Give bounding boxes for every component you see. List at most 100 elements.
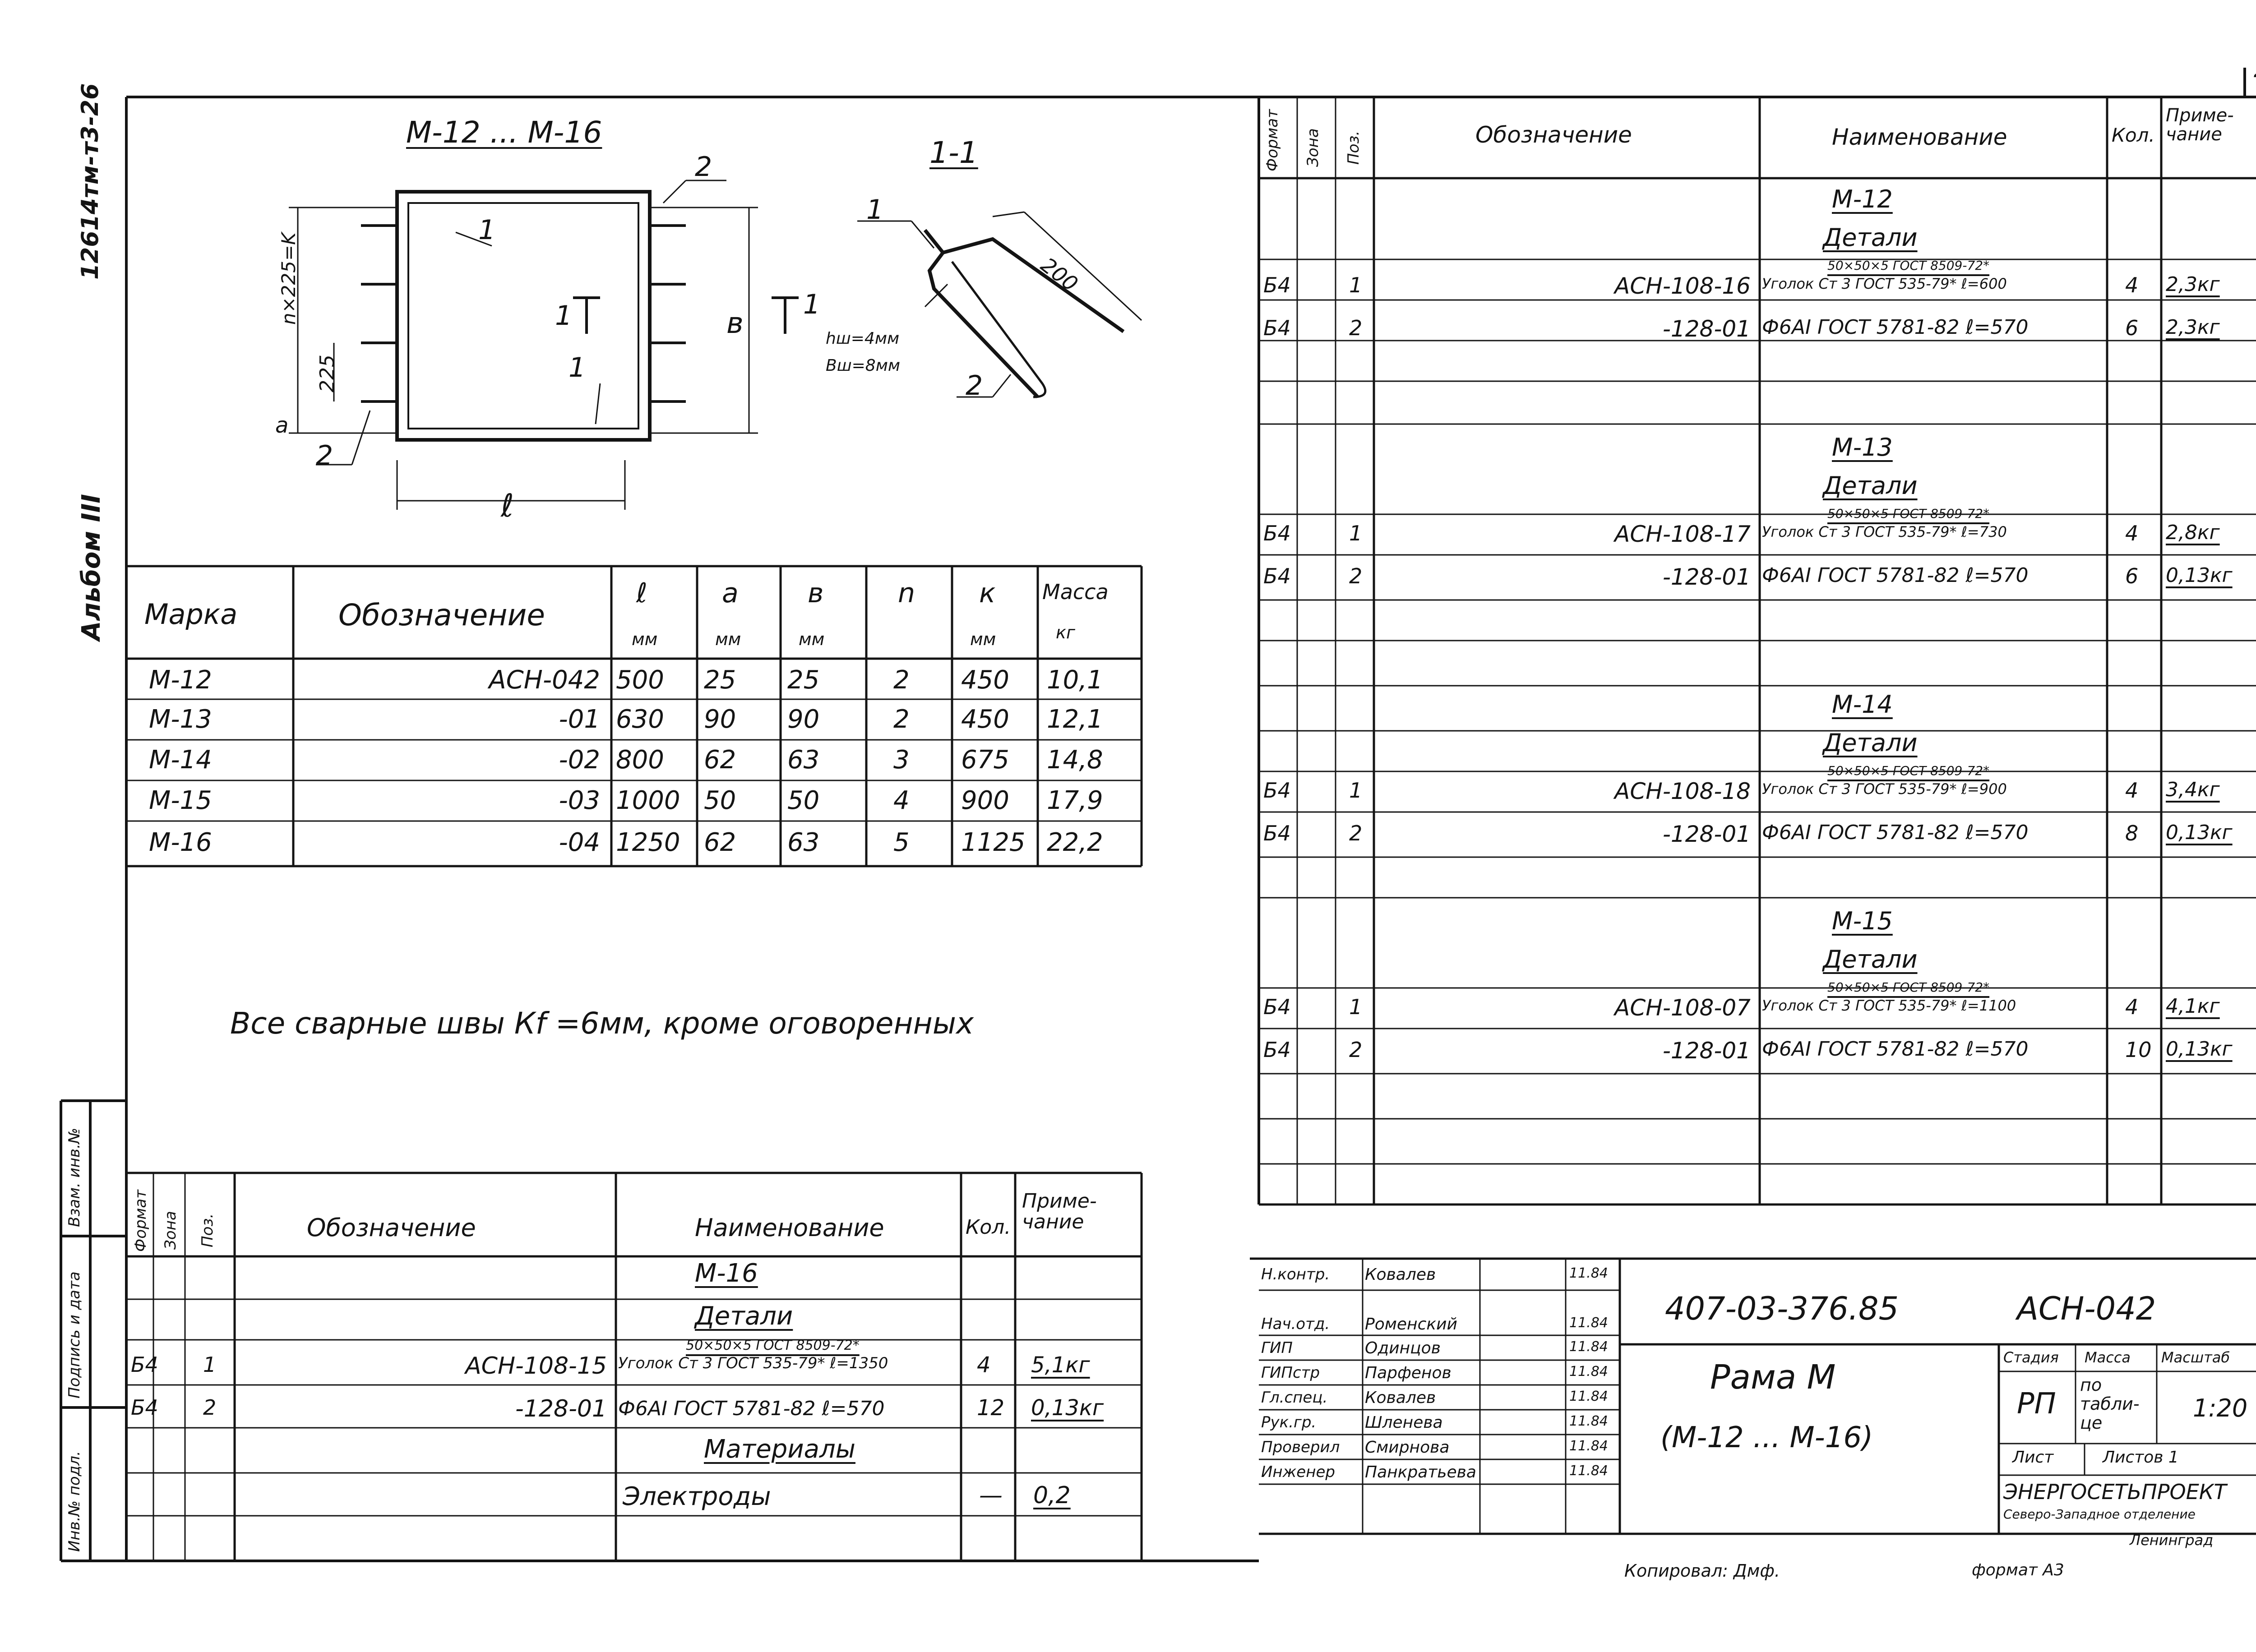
spec-note: 2,3кг — [2166, 316, 2220, 339]
signer-name: Одинцов — [1365, 1339, 1441, 1357]
marks-cell: М-13 — [149, 705, 212, 734]
spec-format: Б4 — [1263, 778, 1291, 803]
signer-date: 11.84 — [1569, 1438, 1608, 1454]
spec-left-header-qty: Кол. — [966, 1216, 1011, 1239]
weld-label: hш=4мм — [826, 329, 900, 348]
dim-b: в — [726, 307, 744, 340]
doc-code: АСН-042 — [2017, 1290, 2156, 1327]
signer-role: Нач.отд. — [1261, 1315, 1330, 1333]
spec-note: 4,1кг — [2166, 995, 2220, 1018]
spec-note: 2,8кг — [2166, 521, 2220, 544]
marks-cell: М-12 — [149, 665, 212, 695]
marks-cell: М-14 — [149, 745, 212, 775]
marks-cell: 1250 — [616, 828, 680, 857]
marks-cell: 25 — [787, 665, 820, 695]
spec-header-qty: Кол. — [2112, 124, 2155, 146]
spec-qty: 4 — [2125, 273, 2139, 297]
marks-cell: 2 — [893, 665, 910, 695]
spec-header-zone: Зона — [1304, 128, 1322, 167]
marks-cell: 25 — [704, 665, 736, 695]
marks-header: Марка — [144, 598, 238, 631]
section-pos-label: 1 — [866, 194, 884, 226]
marks-cell: 500 — [616, 665, 664, 695]
materials-title: Материалы — [704, 1435, 855, 1464]
spec-note: 3,4кг — [2166, 778, 2220, 801]
signer-role: ГИПстр — [1261, 1364, 1320, 1382]
spec-group-title: М-13 — [1832, 433, 1893, 461]
dim-step: 225 — [316, 355, 339, 392]
signer-name: Смирнова — [1365, 1438, 1450, 1457]
stage-value: РП — [2017, 1387, 2056, 1421]
spec-name: Уголок Ст 3 ГОСТ 535-79* ℓ=900 — [1762, 780, 2007, 798]
marks-cell: 4 — [893, 786, 910, 815]
signer-name: Парфенов — [1365, 1364, 1452, 1382]
marks-cell: 50 — [704, 786, 736, 815]
marks-cell: 62 — [704, 745, 736, 775]
marks-header: к — [979, 577, 996, 609]
signer-date: 11.84 — [1569, 1364, 1608, 1380]
pos-label: 1 — [478, 214, 496, 246]
spec-name: Уголок Ст 3 ГОСТ 535-79* ℓ=730 — [1762, 523, 2007, 540]
format-label: формат А3 — [1972, 1561, 2064, 1579]
spec-qty: 4 — [2125, 995, 2139, 1019]
album-title: Альбом III — [77, 494, 106, 641]
marks-cell: 2 — [893, 705, 910, 734]
spec-name: Уголок Ст 3 ГОСТ 535-79* ℓ=600 — [1762, 275, 2007, 292]
signer-role: Рук.гр. — [1261, 1413, 1317, 1431]
spec-format: Б4 — [1263, 995, 1291, 1019]
mass-label: Масса — [2085, 1349, 2131, 1366]
spec-name: Уголок Ст 3 ГОСТ 535-79* ℓ=1100 — [1762, 997, 2016, 1014]
org-city: Ленинград — [2130, 1532, 2214, 1549]
sheet-label: Лист — [2012, 1448, 2054, 1467]
signer-role: ГИП — [1261, 1339, 1293, 1357]
marks-cell: 63 — [787, 745, 820, 775]
marks-cell: 3 — [893, 745, 910, 775]
spec-name-top: 50×50×5 ГОСТ 8509-72* — [1827, 980, 1990, 995]
signer-date: 11.84 — [1569, 1265, 1608, 1281]
spec-left-header-note: Приме-чание — [1022, 1190, 1097, 1234]
spec-subgroup-title: Детали — [1823, 471, 1918, 500]
org-sub: Северо-Западное отделение — [2003, 1507, 2196, 1522]
marks-header: Масса — [1042, 580, 1109, 604]
marks-header: n — [898, 577, 915, 609]
marks-cell: АСН-042 — [489, 665, 600, 695]
marks-cell: 10,1 — [1047, 665, 1103, 695]
spec-left-header-format: Формат — [132, 1190, 150, 1252]
spec-name-top: 50×50×5 ГОСТ 8509-72* — [1827, 763, 1990, 778]
spec-note: 0,13кг — [2166, 564, 2233, 587]
spec-note: 0,13кг — [2166, 1038, 2233, 1061]
marks-header: в — [808, 577, 824, 609]
pos-label: 2 — [695, 151, 712, 183]
marks-cell: 800 — [616, 745, 664, 775]
material-note: 0,2 — [1033, 1482, 1071, 1509]
marks-cell: 1000 — [616, 786, 680, 815]
marks-cell: 63 — [787, 828, 820, 857]
spec-qty: 6 — [2125, 316, 2139, 340]
spec-pos: 1 — [1349, 778, 1363, 803]
spec-qty: 4 — [2125, 778, 2139, 803]
stamp-replace: Взам. инв.№ — [65, 1127, 83, 1227]
spec-format: Б4 — [131, 1352, 158, 1377]
signer-date: 11.84 — [1569, 1413, 1608, 1429]
spec-name: Ф6АI ГОСТ 5781-82 ℓ=570 — [1762, 1038, 2029, 1061]
marks-header: ℓ — [636, 577, 647, 609]
material-qty: — — [979, 1482, 1003, 1509]
spec-qty: 4 — [977, 1352, 991, 1378]
spec-code: АСН-108-18 — [1614, 778, 1751, 804]
signer-name: Шленева — [1365, 1413, 1443, 1432]
spec-group-title: М-14 — [1832, 690, 1893, 719]
dim-nk: n×225=K — [277, 232, 300, 325]
signer-name: Ковалев — [1365, 1265, 1436, 1284]
spec-header-pos: Поз. — [1345, 130, 1363, 165]
spec-code: АСН-108-16 — [1614, 273, 1751, 299]
spec-header-code: Обозначение — [1475, 122, 1632, 148]
spec-note: 5,1кг — [1031, 1352, 1090, 1378]
pos-label: 2 — [316, 440, 333, 471]
spec-name: Ф6АI ГОСТ 5781-82 ℓ=570 — [1762, 564, 2029, 587]
signer-role: Гл.спец. — [1261, 1389, 1328, 1407]
spec-subgroup-title: Детали — [695, 1301, 793, 1331]
spec-note: 0,13кг — [1031, 1395, 1104, 1421]
signer-role: Н.контр. — [1261, 1265, 1330, 1283]
spec-qty: 8 — [2125, 821, 2139, 845]
doc-number: 407-03-376.85 — [1665, 1290, 1899, 1327]
